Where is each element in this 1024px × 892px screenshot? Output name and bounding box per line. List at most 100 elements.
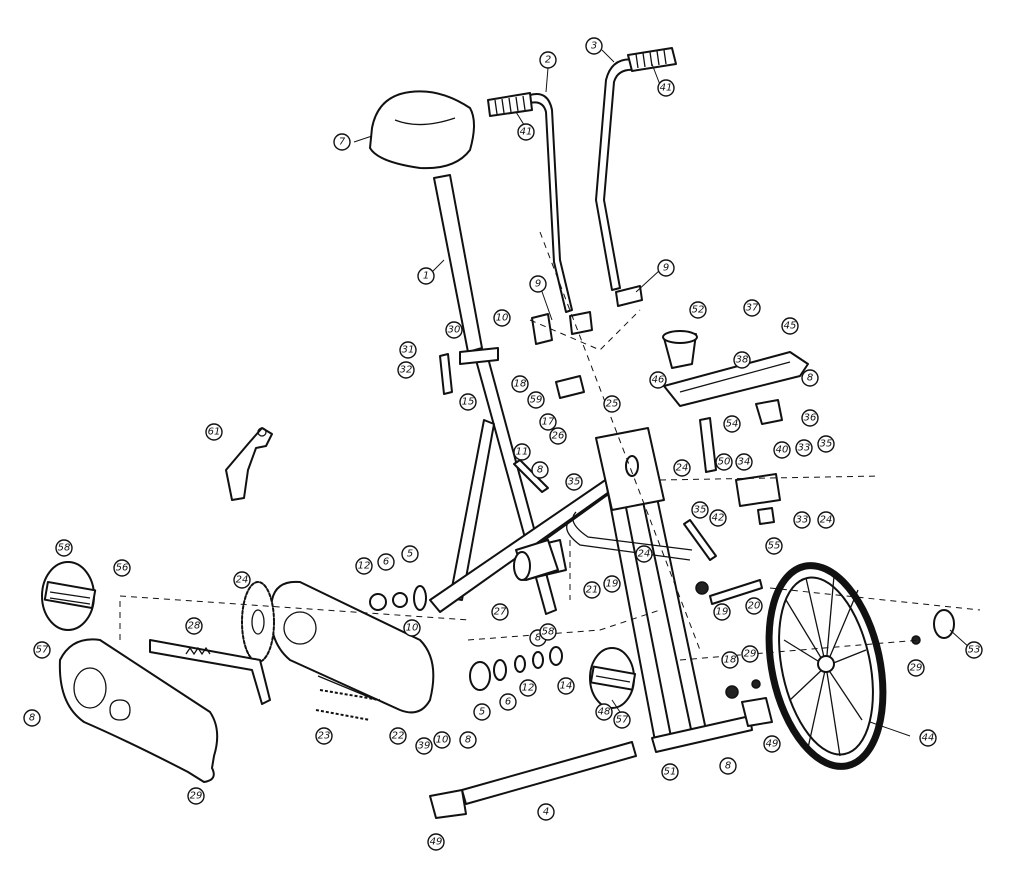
callout-number: 41	[520, 127, 533, 138]
adjuster-knob	[755, 399, 783, 425]
callout-number: 55	[768, 541, 781, 552]
callout-9: 9	[529, 275, 547, 293]
chain	[315, 689, 381, 721]
assembly-lines	[119, 231, 981, 661]
callout-36: 36	[801, 409, 819, 427]
callout-number: 48	[598, 707, 611, 718]
callout-number: 17	[542, 417, 555, 428]
tension-knob	[662, 330, 698, 369]
callout-number: 49	[766, 739, 779, 750]
callout-number: 56	[116, 563, 129, 574]
callout-22: 22	[389, 727, 407, 745]
grip-right	[627, 47, 677, 72]
callout-number: 61	[208, 427, 221, 438]
callout-number: 22	[392, 731, 405, 742]
callout-number: 10	[496, 313, 509, 324]
callout-number: 8	[535, 633, 541, 644]
callout-24-2: 24	[673, 459, 691, 477]
callout-number: 15	[462, 397, 475, 408]
callout-8-5: 8	[459, 731, 477, 749]
callout-12-2: 12	[519, 679, 537, 697]
callout-number: 52	[692, 305, 705, 316]
callout-number: 26	[552, 431, 565, 442]
callout-12: 12	[355, 557, 373, 575]
callout-number: 57	[616, 715, 629, 726]
callout-42: 42	[709, 509, 727, 527]
callout-number: 34	[738, 457, 751, 468]
callout-number: 9	[663, 263, 669, 274]
callout-6: 6	[377, 553, 395, 571]
callout-19: 19	[603, 575, 621, 593]
callout-number: 8	[807, 373, 813, 384]
callout-8: 8	[531, 461, 549, 479]
callout-25: 25	[603, 395, 621, 413]
callout-number: 54	[726, 419, 739, 430]
callout-24-3: 24	[635, 545, 653, 563]
callout-35: 35	[565, 473, 583, 491]
callout-number: 6	[383, 557, 389, 568]
bearing-set	[369, 585, 563, 691]
callout-number: 30	[448, 325, 461, 336]
callout-8-3: 8	[719, 757, 737, 775]
callout-number: 19	[606, 579, 619, 590]
callout-number: 42	[712, 513, 725, 524]
crank	[149, 639, 271, 705]
callout-34: 34	[735, 453, 753, 471]
callout-58: 58	[55, 539, 73, 557]
callout-number: 50	[718, 457, 731, 468]
callout-4: 4	[537, 803, 555, 821]
callout-59: 59	[527, 391, 545, 409]
callout-number: 36	[804, 413, 817, 424]
handle-clamp	[531, 285, 643, 345]
callout-18-2: 18	[721, 651, 739, 669]
callout-number: 33	[796, 515, 809, 526]
callout-23: 23	[315, 727, 333, 745]
callout-57-2: 57	[613, 711, 631, 729]
callout-number: 8	[465, 735, 471, 746]
callout-number: 9	[535, 279, 541, 290]
callout-11: 11	[513, 443, 531, 461]
callout-15: 15	[459, 393, 477, 411]
callout-number: 24	[236, 575, 249, 586]
callout-number: 35	[694, 505, 707, 516]
bottom-bracket-shell	[513, 539, 559, 581]
callout-number: 46	[652, 375, 665, 386]
callout-55: 55	[765, 537, 783, 555]
front-stand	[429, 697, 773, 819]
callout-10-3: 10	[433, 731, 451, 749]
main-frame	[429, 357, 753, 753]
callout-29-2: 29	[907, 659, 925, 677]
callout-number: 6	[505, 697, 511, 708]
callout-number: 37	[746, 303, 759, 314]
bolts	[439, 347, 955, 699]
pedal-left	[41, 561, 97, 631]
callout-number: 8	[537, 465, 543, 476]
callout-37: 37	[743, 299, 761, 317]
callout-39: 39	[415, 737, 433, 755]
callout-9-2: 9	[657, 259, 675, 277]
callout-32: 32	[397, 361, 415, 379]
callout-20: 20	[745, 597, 763, 615]
callout-35-2: 35	[817, 435, 835, 453]
callout-53: 53	[965, 641, 983, 659]
callout-number: 21	[586, 585, 599, 596]
callout-number: 38	[736, 355, 749, 366]
callout-number: 12	[522, 683, 535, 694]
callout-number: 33	[798, 443, 811, 454]
callout-number: 29	[190, 791, 203, 802]
callout-38: 38	[733, 351, 751, 369]
callout-51: 51	[661, 763, 679, 781]
callout-30: 30	[445, 321, 463, 339]
callout-61: 61	[205, 423, 223, 441]
callout-52: 52	[689, 301, 707, 319]
callout-number: 39	[418, 741, 431, 752]
callout-number: 24	[638, 549, 651, 560]
callout-14: 14	[557, 677, 575, 695]
callout-44: 44	[919, 729, 937, 747]
callout-8-2: 8	[801, 369, 819, 387]
callout-57: 57	[33, 641, 51, 659]
callout-41: 41	[517, 123, 535, 141]
cover-plate	[58, 638, 219, 783]
callout-2: 2	[539, 51, 557, 69]
